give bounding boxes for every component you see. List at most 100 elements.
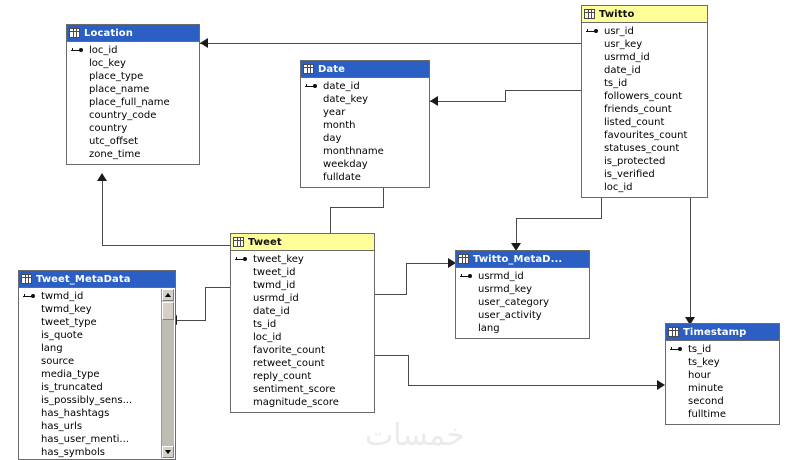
field-row: tweet_type [19, 316, 175, 329]
connector-segment [430, 101, 506, 102]
field-name: ts_id [253, 319, 277, 330]
field-name: lang [41, 343, 63, 354]
field-name: friends_count [604, 104, 672, 115]
entity-title-location: Location [84, 27, 133, 39]
field-row: usrmd_id [582, 51, 707, 64]
primary-key-icon [23, 294, 36, 299]
field-row: second [666, 395, 779, 408]
table-icon [233, 237, 244, 247]
field-row: date_key [301, 93, 429, 106]
arrowhead-location [200, 38, 208, 48]
field-row: friends_count [582, 103, 707, 116]
entity-header-twitto-metadata: Twitto_MetaD... [456, 251, 589, 268]
field-name: tweet_id [253, 267, 296, 278]
connector-segment [330, 207, 331, 233]
scrollbar-track[interactable] [162, 320, 174, 446]
field-name: has_hashtags [41, 408, 110, 419]
field-name: usrmd_key [478, 284, 533, 295]
watermark: خمسات [364, 418, 466, 453]
field-row: date_id [301, 80, 429, 93]
field-name: month [323, 120, 356, 131]
field-row: is_protected [582, 155, 707, 168]
field-name: statuses_count [604, 143, 680, 154]
table-icon [458, 254, 469, 264]
scroll-up-button[interactable] [162, 289, 174, 301]
arrowhead-location-bottom [97, 173, 107, 181]
connector-segment [383, 185, 384, 208]
field-name: is_possibly_sens... [41, 395, 133, 406]
field-row: loc_id [67, 44, 199, 57]
field-row: day [301, 132, 429, 145]
field-name: usrmd_id [478, 271, 524, 282]
connector-segment [408, 385, 660, 386]
tweet-metadata-scrollbar[interactable] [161, 289, 174, 458]
field-name: followers_count [604, 91, 683, 102]
field-row: hour [666, 369, 779, 382]
triangle-up-icon [165, 293, 171, 297]
field-name: source [41, 356, 75, 367]
field-row: user_activity [456, 309, 589, 322]
connector-segment [406, 263, 407, 295]
field-row: source [19, 355, 175, 368]
primary-key-icon [586, 29, 599, 34]
primary-key-icon [71, 48, 84, 53]
connector-segment [102, 245, 230, 246]
field-name: is_verified [604, 169, 655, 180]
field-row: date_id [582, 64, 707, 77]
field-name: usr_key [604, 39, 643, 50]
field-row: is_quote [19, 329, 175, 342]
field-row: reply_count [231, 370, 374, 383]
field-row: utc_offset [67, 135, 199, 148]
entity-header-tweet-metadata: Tweet_MetaData [19, 271, 175, 288]
entity-header-location: Location [67, 25, 199, 42]
field-row: is_verified [582, 168, 707, 181]
field-name: favorite_count [253, 345, 325, 356]
field-row: statuses_count [582, 142, 707, 155]
field-name: twmd_key [41, 304, 92, 315]
field-name: place_name [89, 84, 150, 95]
field-row: place_name [67, 83, 199, 96]
field-row: favourites_count [582, 129, 707, 142]
table-icon [584, 9, 595, 19]
field-name: second [688, 396, 724, 407]
field-row: has_hashtags [19, 407, 175, 420]
primary-key-icon [305, 84, 318, 89]
field-row: ts_key [666, 356, 779, 369]
field-name: media_type [41, 369, 100, 380]
field-row: country_code [67, 109, 199, 122]
entity-title-tweet: Tweet [248, 236, 282, 248]
field-name: date_key [323, 94, 369, 105]
field-name: usrmd_id [253, 293, 299, 304]
scrollbar-thumb[interactable] [162, 302, 174, 320]
field-row: usrmd_id [231, 292, 374, 305]
field-name: retweet_count [253, 358, 325, 369]
field-row: usrmd_id [456, 270, 589, 283]
field-row: fulltime [666, 408, 779, 421]
table-icon [21, 274, 32, 284]
field-name: twmd_id [253, 280, 296, 291]
field-row: ts_id [231, 318, 374, 331]
field-name: lang [478, 323, 500, 334]
entity-header-twitto: Twitto [582, 6, 707, 23]
scroll-down-button[interactable] [162, 446, 174, 458]
table-icon [668, 327, 679, 337]
entity-header-timestamp: Timestamp [666, 324, 779, 341]
field-name: place_full_name [89, 97, 170, 108]
field-row: sentiment_score [231, 383, 374, 396]
triangle-down-icon [165, 450, 171, 454]
field-row: tweet_key [231, 253, 374, 266]
field-row: retweet_count [231, 357, 374, 370]
field-row: twmd_id [19, 290, 175, 303]
field-row: lang [456, 322, 589, 335]
field-name: day [323, 133, 342, 144]
